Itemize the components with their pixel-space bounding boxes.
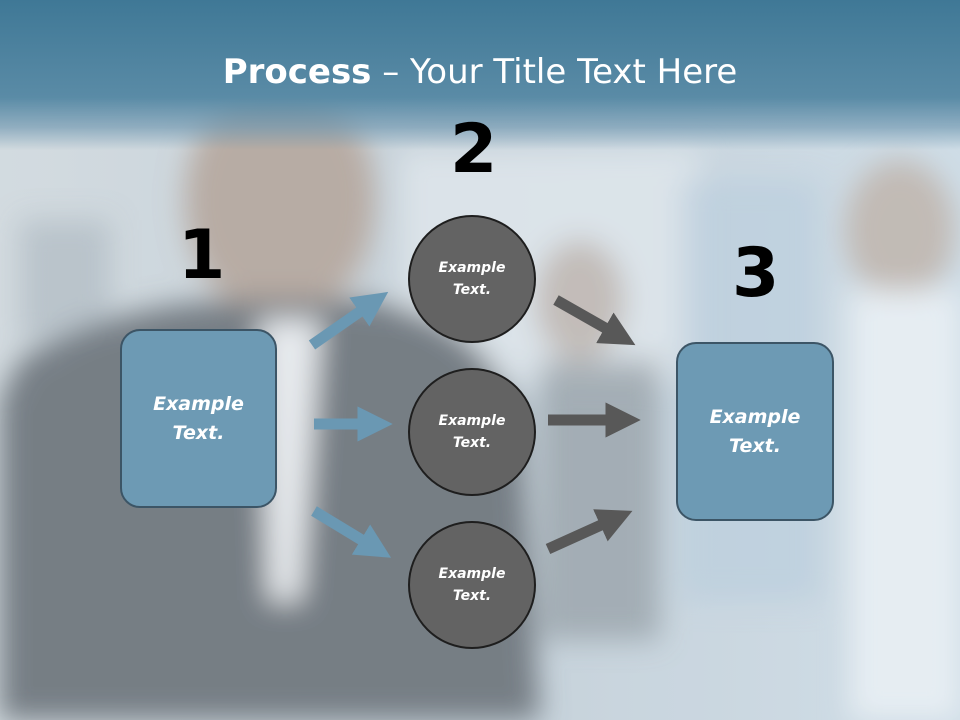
circle-middle-label: Example Text. [438,412,506,451]
arrow-1-to-bottom [311,506,392,558]
circle-top-label: Example Text. [438,259,506,298]
arrow-bottom-to-3 [545,509,633,555]
title-bold: Process [222,52,372,92]
arrow-top-to-3 [553,295,636,346]
step-3-box: Example Text. [676,342,834,521]
circle-bottom-label: Example Text. [438,565,506,604]
circle-top: Example Text. [408,215,536,343]
circle-middle: Example Text. [408,368,536,496]
step-1-box: Example Text. [120,329,277,508]
title-rest: – Your Title Text Here [371,52,738,92]
slide-title: Process – Your Title Text Here [0,52,960,92]
step-3-label: Example Text. [709,406,801,457]
step-number-3: 3 [732,234,780,313]
title-bar [0,0,960,150]
arrow-1-to-top [308,291,389,350]
step-number-1: 1 [178,216,226,295]
step-number-2: 2 [450,110,498,189]
step-1-label: Example Text. [153,393,244,444]
circle-bottom: Example Text. [408,521,536,649]
